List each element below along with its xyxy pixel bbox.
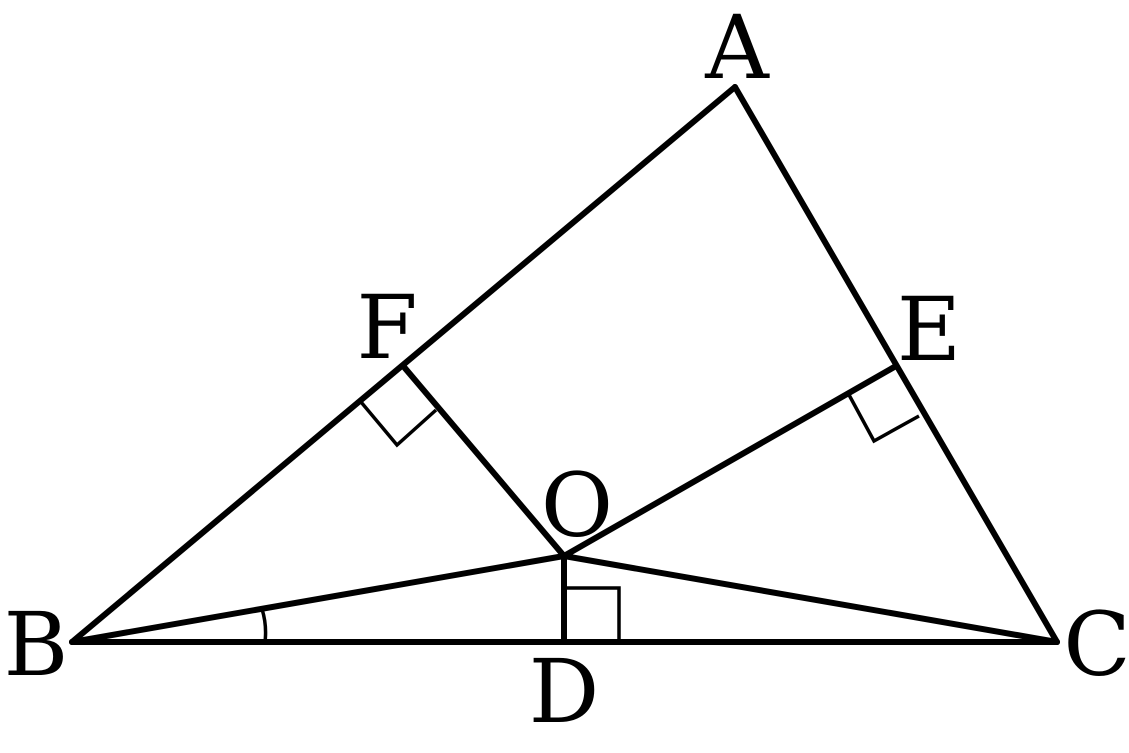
segment-oc	[561, 553, 1060, 645]
right-angle-mark-f	[359, 400, 438, 448]
right-angle-mark-d	[564, 586, 621, 642]
angle-arc-b	[260, 608, 268, 643]
label-d: D	[529, 640, 600, 743]
label-b: B	[4, 593, 69, 696]
label-f: F	[356, 276, 417, 379]
label-a: A	[704, 0, 770, 99]
label-o: O	[541, 454, 613, 557]
label-e: E	[897, 278, 961, 381]
right-angle-mark-e	[846, 392, 920, 444]
segment-ob	[69, 553, 567, 645]
segment-of	[401, 364, 567, 559]
label-c: C	[1063, 593, 1129, 696]
segment-oe	[561, 363, 899, 559]
